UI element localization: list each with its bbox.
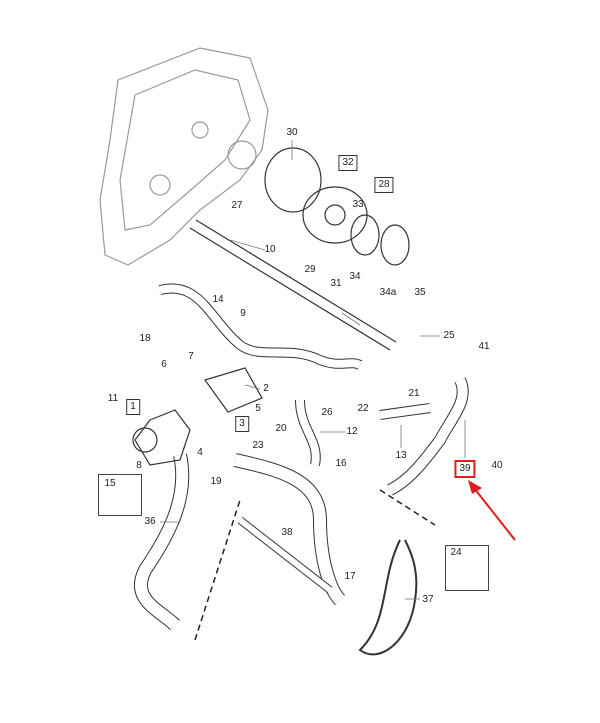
part-label: 37: [422, 594, 434, 605]
highlighted-part-label[interactable]: 39: [454, 460, 476, 478]
part-label: 24: [450, 547, 462, 558]
part-label-boxed: 1: [126, 399, 140, 415]
part-label: 34: [349, 271, 361, 282]
thermostat-housing-8: [134, 409, 191, 466]
part-label: 18: [139, 333, 151, 344]
part-label: 13: [395, 450, 407, 461]
part-label: 12: [346, 426, 358, 437]
part-label: 26: [321, 407, 333, 418]
part-label: 33: [352, 199, 364, 210]
part-label: 27: [231, 200, 243, 211]
red-arrow: [468, 480, 516, 541]
part-label: 7: [188, 351, 194, 362]
timing-cover: [99, 47, 269, 266]
part-label: 38: [281, 527, 293, 538]
part-label: 23: [252, 440, 264, 451]
part-label: 5: [255, 403, 261, 414]
pipe-10: [189, 219, 397, 351]
part-label: 16: [335, 458, 347, 469]
part-label: 21: [408, 388, 420, 399]
part-label: 17: [344, 571, 356, 582]
part-label: 20: [275, 423, 287, 434]
part-label: 10: [264, 244, 276, 255]
water-pump: [302, 186, 368, 244]
part-label: 19: [210, 476, 222, 487]
part-label: 9: [240, 308, 246, 319]
gasket-30: [264, 147, 322, 213]
part-label: 30: [286, 127, 298, 138]
part-label: 4: [197, 447, 203, 458]
part-label: 40: [491, 460, 503, 471]
part-label: 29: [304, 264, 316, 275]
kit-box-24: [445, 545, 489, 591]
part-label-boxed: 28: [374, 177, 394, 193]
part-label: 41: [478, 341, 490, 352]
part-label-boxed: 32: [338, 155, 358, 171]
part-label: 11: [107, 393, 119, 404]
part-label: 31: [330, 278, 342, 289]
part-label: 15: [104, 478, 116, 489]
part-label: 35: [414, 287, 426, 298]
part-label-boxed: 3: [235, 416, 249, 432]
part-label: 2: [263, 383, 269, 394]
part-label: 36: [144, 516, 156, 527]
part-label: 22: [357, 403, 369, 414]
part-label: 8: [136, 460, 142, 471]
part-label: 34a: [379, 287, 397, 298]
kit-box-15: [98, 474, 142, 516]
part-label: 6: [161, 359, 167, 370]
part-label: 25: [443, 330, 455, 341]
part-label: 14: [212, 294, 224, 305]
